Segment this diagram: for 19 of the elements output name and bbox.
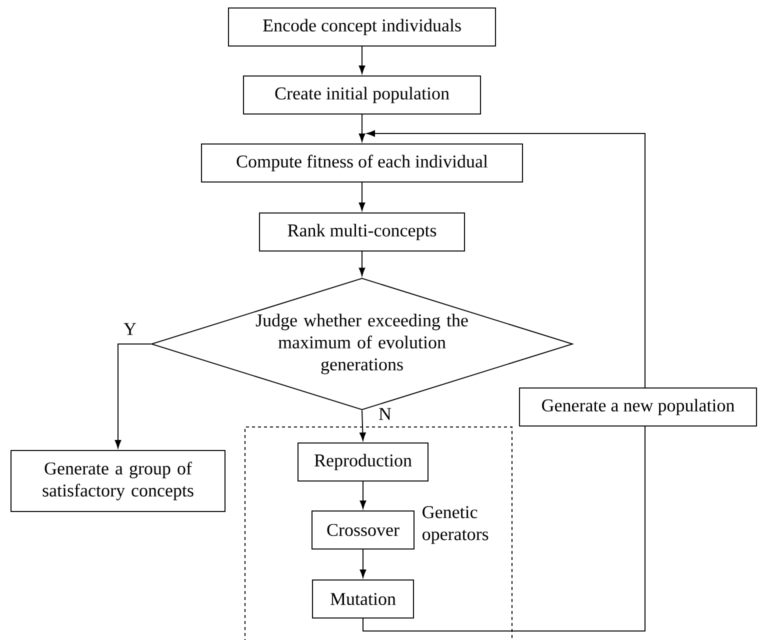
arrow bbox=[358, 182, 366, 211]
arrow bbox=[360, 410, 366, 441]
arrow bbox=[366, 130, 646, 388]
process-box: Compute fitness of each individual bbox=[201, 144, 523, 182]
arrow bbox=[360, 481, 366, 509]
process-box: Reproduction bbox=[298, 442, 428, 482]
process-box: Mutation bbox=[312, 580, 414, 618]
arrow bbox=[360, 549, 366, 578]
process-box: Generate a group of satisfactory concepts bbox=[10, 450, 226, 512]
arrow bbox=[114, 344, 152, 448]
process-box: Rank multi-concepts bbox=[259, 212, 465, 252]
arrow bbox=[358, 114, 366, 142]
process-box: Crossover bbox=[312, 510, 414, 550]
process-box: Create initial population bbox=[243, 76, 481, 114]
process-box: Generate a new population bbox=[519, 388, 757, 426]
arrow bbox=[358, 46, 366, 74]
arrow bbox=[358, 251, 366, 276]
edge-label: Y bbox=[122, 322, 138, 336]
process-box: Encode concept individuals bbox=[228, 8, 496, 46]
